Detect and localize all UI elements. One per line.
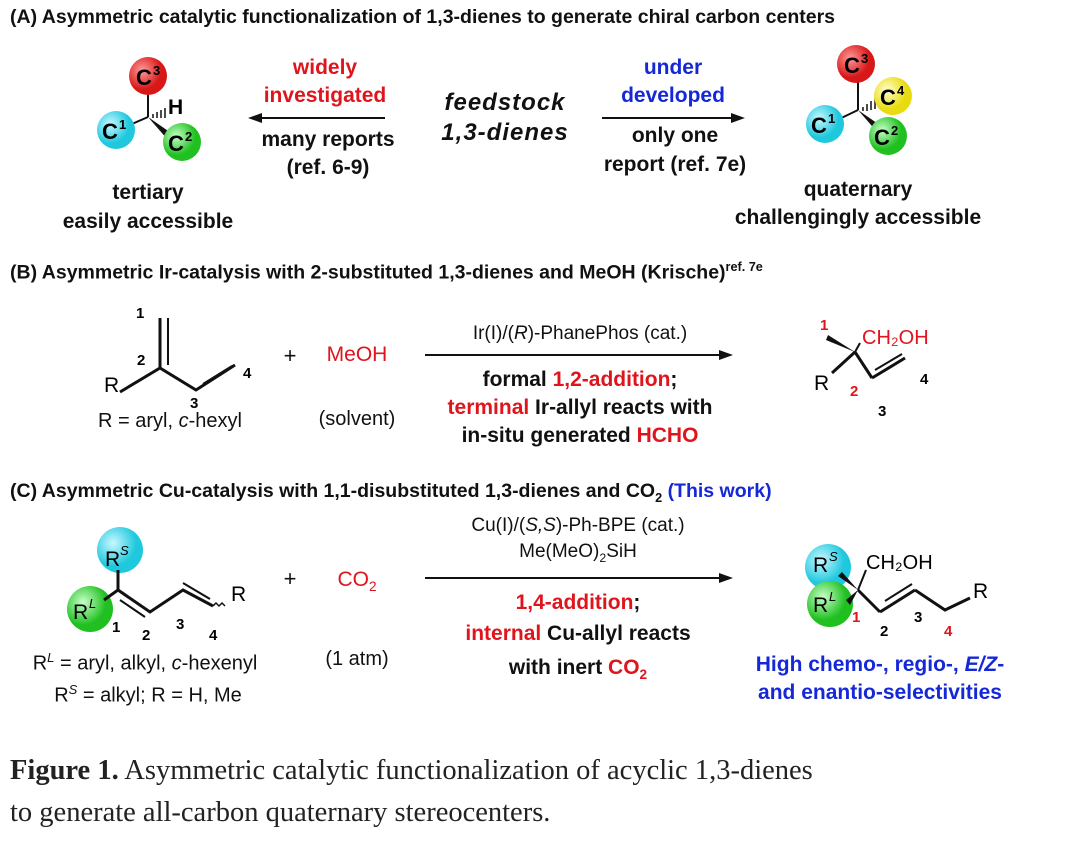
- selectivity-line-1: High chemo-, regio-, E/Z-: [755, 653, 1005, 676]
- cu-catalyst-label: Cu(I)/(S,S)-Ph-BPE (cat.): [471, 515, 685, 536]
- svg-text:C: C: [874, 125, 890, 150]
- many-reports-label: many reports: [261, 128, 395, 151]
- feedstock-label: feedstock: [444, 89, 566, 116]
- svg-text:2: 2: [880, 623, 888, 640]
- svg-text:1: 1: [136, 305, 144, 322]
- widely-label: widely: [292, 56, 358, 79]
- svg-text:4: 4: [243, 365, 252, 382]
- solvent-note: (solvent): [318, 408, 396, 430]
- formal-addition-label: formal 1,2-addition;: [482, 368, 678, 391]
- internal-cu-allyl-label: internal Cu-allyl reacts: [465, 622, 691, 645]
- rs-definition: RS = alkyl; R = H, Me: [54, 682, 242, 707]
- meoh-reagent: MeOH: [326, 343, 388, 366]
- svg-text:C: C: [811, 113, 827, 138]
- figure-caption-line-2: to generate all-carbon quaternary stereo…: [10, 797, 551, 828]
- panel-c-title: (C) Asymmetric Cu-catalysis with 1,1-dis…: [10, 480, 772, 505]
- svg-text:1: 1: [112, 619, 120, 636]
- svg-text:CH₂OH: CH₂OH: [862, 327, 929, 349]
- svg-text:3: 3: [914, 609, 922, 626]
- svg-text:3: 3: [878, 403, 886, 420]
- svg-text:3: 3: [153, 63, 160, 78]
- r-definition-b: R = aryl, c-hexyl: [98, 410, 242, 432]
- tertiary-label: tertiary: [112, 181, 184, 204]
- c3-ball: [129, 57, 167, 95]
- product-b-structure: [830, 342, 906, 380]
- plus-sign-c: +: [283, 566, 297, 591]
- dienes-label: 1,3-dienes: [441, 119, 569, 146]
- rl-definition: RL = aryl, alkyl, c-hexenyl: [32, 650, 258, 675]
- svg-text:H: H: [168, 96, 183, 119]
- c2-ball: [163, 123, 201, 161]
- svg-text:L: L: [829, 589, 836, 604]
- ir-catalyst-label: Ir(I)/(R)-PhanePhos (cat.): [472, 323, 688, 344]
- svg-text:1: 1: [852, 609, 860, 626]
- svg-text:C: C: [880, 85, 896, 110]
- svg-text:C: C: [136, 65, 152, 90]
- svg-text:S: S: [829, 549, 838, 564]
- easily-accessible-label: easily accessible: [62, 210, 234, 233]
- svg-text:1: 1: [828, 111, 835, 126]
- svg-text:CH₂OH: CH₂OH: [866, 552, 933, 574]
- panel-a-title: (A) Asymmetric catalytic functionalizati…: [10, 6, 835, 28]
- svg-text:3: 3: [176, 616, 184, 633]
- challengingly-accessible-label: challengingly accessible: [734, 206, 982, 229]
- plus-sign-b: +: [283, 343, 297, 368]
- svg-text:R: R: [813, 594, 828, 617]
- svg-text:1: 1: [119, 117, 126, 132]
- svg-text:3: 3: [861, 51, 868, 66]
- svg-text:R: R: [814, 372, 829, 395]
- svg-text:2: 2: [891, 123, 898, 138]
- quaternary-label: quaternary: [803, 178, 913, 201]
- svg-text:1: 1: [820, 317, 828, 334]
- svg-text:R: R: [73, 601, 88, 624]
- figure-caption-line-1: Figure 1. Asymmetric catalytic functiona…: [10, 755, 813, 786]
- co2-reagent: CO2: [337, 568, 377, 595]
- ref-6-9-label: (ref. 6-9): [286, 156, 370, 179]
- inert-co2-label: with inert CO2: [508, 656, 648, 683]
- investigated-label: investigated: [263, 84, 387, 107]
- svg-text:4: 4: [920, 371, 929, 388]
- svg-text:C: C: [102, 119, 118, 144]
- ref-7e-label: report (ref. 7e): [603, 153, 747, 176]
- svg-text:S: S: [120, 543, 129, 558]
- svg-text:R: R: [105, 548, 120, 571]
- svg-text:R: R: [104, 374, 119, 397]
- silane-label: Me(MeO)2SiH: [519, 541, 637, 565]
- svg-text:L: L: [89, 596, 96, 611]
- panel-b-title: (B) Asymmetric Ir-catalysis with 2-subst…: [10, 260, 763, 284]
- selectivity-line-2: and enantio-selectivities: [758, 681, 1002, 704]
- addition-14-label: 1,4-addition;: [515, 591, 641, 614]
- svg-text:4: 4: [944, 623, 953, 640]
- arrow-c: [425, 573, 733, 583]
- diene-b-structure: [119, 318, 236, 394]
- under-label: under: [643, 56, 703, 79]
- c1-ball: [97, 111, 135, 149]
- svg-text:R: R: [973, 580, 988, 603]
- svg-text:R: R: [813, 554, 828, 577]
- arrow-right: [602, 113, 745, 123]
- only-one-label: only one: [631, 124, 719, 147]
- in-situ-hcho-label: in-situ generated HCHO: [461, 424, 699, 447]
- diene-c-structure: [103, 570, 226, 618]
- arrow-left: [248, 113, 385, 123]
- terminal-ir-allyl-label: terminal Ir-allyl reacts with: [447, 396, 713, 419]
- svg-text:2: 2: [137, 352, 145, 369]
- svg-text:2: 2: [185, 129, 192, 144]
- svg-text:R: R: [231, 583, 246, 606]
- svg-text:4: 4: [897, 83, 905, 98]
- arrow-b: [425, 350, 733, 360]
- svg-text:4: 4: [209, 627, 218, 644]
- svg-text:3: 3: [190, 395, 198, 412]
- product-c-structure: [856, 569, 971, 614]
- one-atm-note: (1 atm): [325, 648, 389, 670]
- developed-label: developed: [621, 84, 725, 107]
- svg-text:2: 2: [850, 383, 858, 400]
- svg-text:2: 2: [142, 627, 150, 644]
- svg-text:C: C: [168, 131, 184, 156]
- svg-text:C: C: [844, 53, 860, 78]
